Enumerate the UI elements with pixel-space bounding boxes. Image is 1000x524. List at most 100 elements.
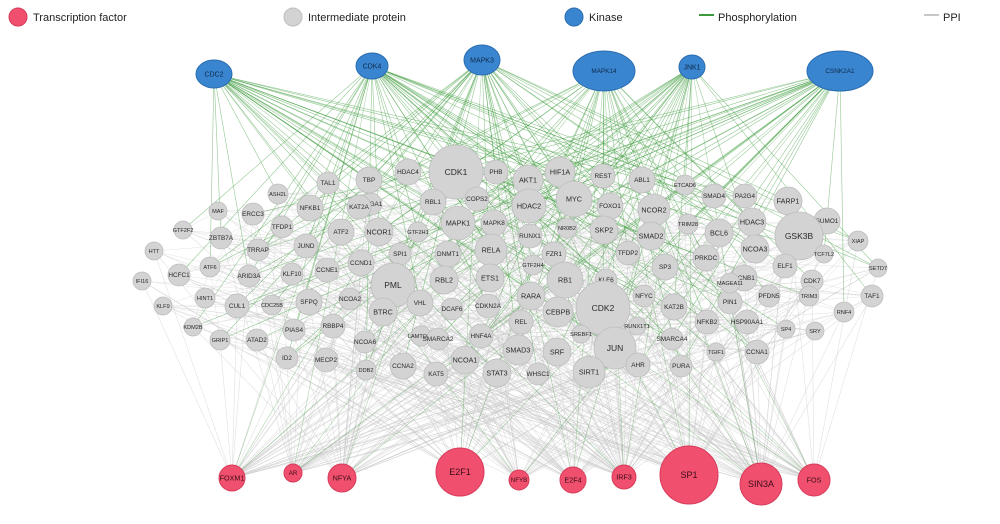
node-ifi16[interactable]: IFI16 <box>132 271 152 291</box>
node-foxm1[interactable]: FOXM1 <box>218 464 246 492</box>
node-ncoa6[interactable]: NCOA6 <box>353 330 376 354</box>
node-mecp2[interactable]: MECP2 <box>313 347 339 373</box>
node-pfdn5[interactable]: PFDN5 <box>757 284 781 308</box>
node-etcad6[interactable]: ETCAD6 <box>674 174 696 196</box>
node-cdk1[interactable]: CDK1 <box>428 144 484 200</box>
node-ncoa1[interactable]: NCOA1 <box>450 345 480 375</box>
node-tcf7l2[interactable]: TCF7L2 <box>814 244 834 264</box>
node-jund[interactable]: JUND <box>293 233 319 259</box>
node-vhl[interactable]: VHL <box>406 289 434 317</box>
node-mapk1[interactable]: MAPK1 <box>440 205 476 241</box>
node-cops2[interactable]: COPS2 <box>464 186 490 212</box>
node-fos[interactable]: FOS <box>797 463 831 497</box>
node-rbl2[interactable]: RBL2 <box>429 265 459 295</box>
node-nfya[interactable]: NFYA <box>327 463 357 493</box>
node-htt[interactable]: HTT <box>144 241 164 261</box>
node-xiap[interactable]: XIAP <box>847 230 869 252</box>
node-dcaf6[interactable]: DCAF6 <box>440 297 464 321</box>
node-gsk3b[interactable]: GSK3B <box>774 211 824 261</box>
node-magea11[interactable]: MAGEA11 <box>717 272 743 294</box>
node-hif1a[interactable]: HIF1A <box>544 156 576 188</box>
node-e2f4[interactable]: E2F4 <box>559 466 587 494</box>
node-tbp[interactable]: TBP <box>355 166 383 194</box>
node-nfyb[interactable]: NFYB <box>508 469 530 491</box>
node-ar[interactable]: AR <box>283 463 303 483</box>
node-rnf4[interactable]: RNF4 <box>833 301 855 323</box>
node-hdac4[interactable]: HDAC4 <box>394 158 422 186</box>
node-kdm2b[interactable]: KDM2B <box>183 317 203 337</box>
node-ddb2[interactable]: DDB2 <box>355 359 377 381</box>
node-atf2[interactable]: ATF2 <box>327 218 355 246</box>
node-smad4[interactable]: SMAD4 <box>701 183 727 209</box>
node-ash2l[interactable]: ASH2L <box>267 183 289 205</box>
node-kat5[interactable]: KAT5 <box>423 361 449 387</box>
node-skp2[interactable]: SKP2 <box>589 215 619 245</box>
node-atad2[interactable]: ATAD2 <box>245 328 269 352</box>
node-runx1[interactable]: RUNX1 <box>517 223 543 249</box>
node-taf1[interactable]: TAF1 <box>860 284 884 308</box>
node-mapk14[interactable]: MAPK14 <box>572 50 636 92</box>
node-sin3a[interactable]: SIN3A <box>739 462 783 506</box>
node-abl1[interactable]: ABL1 <box>628 166 656 194</box>
node-rbl1[interactable]: RBL1 <box>419 188 447 216</box>
node-sfpq[interactable]: SFPQ <box>295 288 323 316</box>
node-tfdp1[interactable]: TFDP1 <box>270 215 294 239</box>
node-arid3a[interactable]: ARID3A <box>237 264 261 288</box>
node-spi1[interactable]: SPI1 <box>388 242 412 266</box>
node-elf1[interactable]: ELF1 <box>772 253 798 279</box>
node-hcfc1[interactable]: HCFC1 <box>167 263 191 287</box>
node-bcl6[interactable]: BCL6 <box>704 218 734 248</box>
node-rara[interactable]: RARA <box>516 281 546 311</box>
node-lamtor5[interactable]: LAMTOR5 <box>408 325 434 347</box>
node-cul1[interactable]: CUL1 <box>224 293 250 319</box>
node-csnk2a1[interactable]: CSNK2A1 <box>806 50 874 92</box>
node-klf9[interactable]: KLF9 <box>153 296 173 316</box>
node-cdc25b[interactable]: CDC25B <box>261 294 283 316</box>
node-farp1[interactable]: FARP1 <box>773 186 803 216</box>
node-myc[interactable]: MYC <box>555 180 593 218</box>
node-hsp90aa1[interactable]: HSP90AA1 <box>731 309 764 335</box>
node-rb1[interactable]: RB1 <box>546 261 584 299</box>
node-nfkb2[interactable]: NFKB2 <box>694 309 720 335</box>
node-kat2b[interactable]: KAT2B <box>660 293 688 321</box>
node-smad2[interactable]: SMAD2 <box>636 221 666 251</box>
node-srf[interactable]: SRF <box>542 337 572 367</box>
node-zbtb7a[interactable]: ZBTB7A <box>209 226 234 250</box>
node-ercc3[interactable]: ERCC3 <box>241 202 265 226</box>
node-tgif1[interactable]: TGIF1 <box>706 342 726 362</box>
node-tfdp2[interactable]: TFDP2 <box>615 240 641 266</box>
node-irf3[interactable]: IRF3 <box>611 464 637 490</box>
node-setd7[interactable]: SETD7 <box>868 258 888 278</box>
node-ncor2[interactable]: NCOR2 <box>637 193 671 227</box>
node-gtf2f2[interactable]: GTF2F2 <box>173 220 194 240</box>
node-ccne1[interactable]: CCNE1 <box>314 257 340 283</box>
node-smarca2[interactable]: SMARCA2 <box>423 327 454 351</box>
node-ncoa2[interactable]: NCOA2 <box>338 287 361 311</box>
node-smarca4[interactable]: SMARCA4 <box>657 327 688 351</box>
node-trim28[interactable]: TRIM28 <box>677 213 699 235</box>
node-smad3[interactable]: SMAD3 <box>502 334 534 366</box>
node-trrap[interactable]: TRRAP <box>246 238 270 262</box>
node-whsc1[interactable]: WHSC1 <box>526 362 550 386</box>
node-hdac2[interactable]: HDAC2 <box>511 188 547 224</box>
node-cebpb[interactable]: CEBPB <box>542 296 574 328</box>
node-cdkn2a[interactable]: CDKN2A <box>475 293 502 319</box>
node-tal1[interactable]: TAL1 <box>316 171 340 195</box>
node-fzr1[interactable]: FZR1 <box>541 241 567 267</box>
node-jnk1[interactable]: JNK1 <box>678 54 706 80</box>
node-rela[interactable]: RELA <box>474 233 508 267</box>
node-pa2g4[interactable]: PA2G4 <box>732 183 758 209</box>
node-foxo1[interactable]: FOXO1 <box>596 192 624 220</box>
node-sirt1[interactable]: SIRT1 <box>572 355 606 389</box>
node-maf[interactable]: MAF <box>208 201 228 221</box>
node-nr0b2[interactable]: NR0B2 <box>556 217 578 239</box>
node-hint1[interactable]: HINT1 <box>194 287 216 309</box>
node-grip1[interactable]: GRIP1 <box>209 329 231 351</box>
node-nfkb1[interactable]: NFKB1 <box>296 194 324 222</box>
node-ccna2[interactable]: CCNA2 <box>389 352 417 380</box>
node-rel[interactable]: REL <box>508 309 534 335</box>
node-jun[interactable]: JUN <box>593 326 637 370</box>
node-cdk4[interactable]: CDK4 <box>355 52 389 80</box>
node-sp3[interactable]: SP3 <box>651 253 679 281</box>
node-runx1t1[interactable]: RUNX1T1 <box>624 316 650 336</box>
